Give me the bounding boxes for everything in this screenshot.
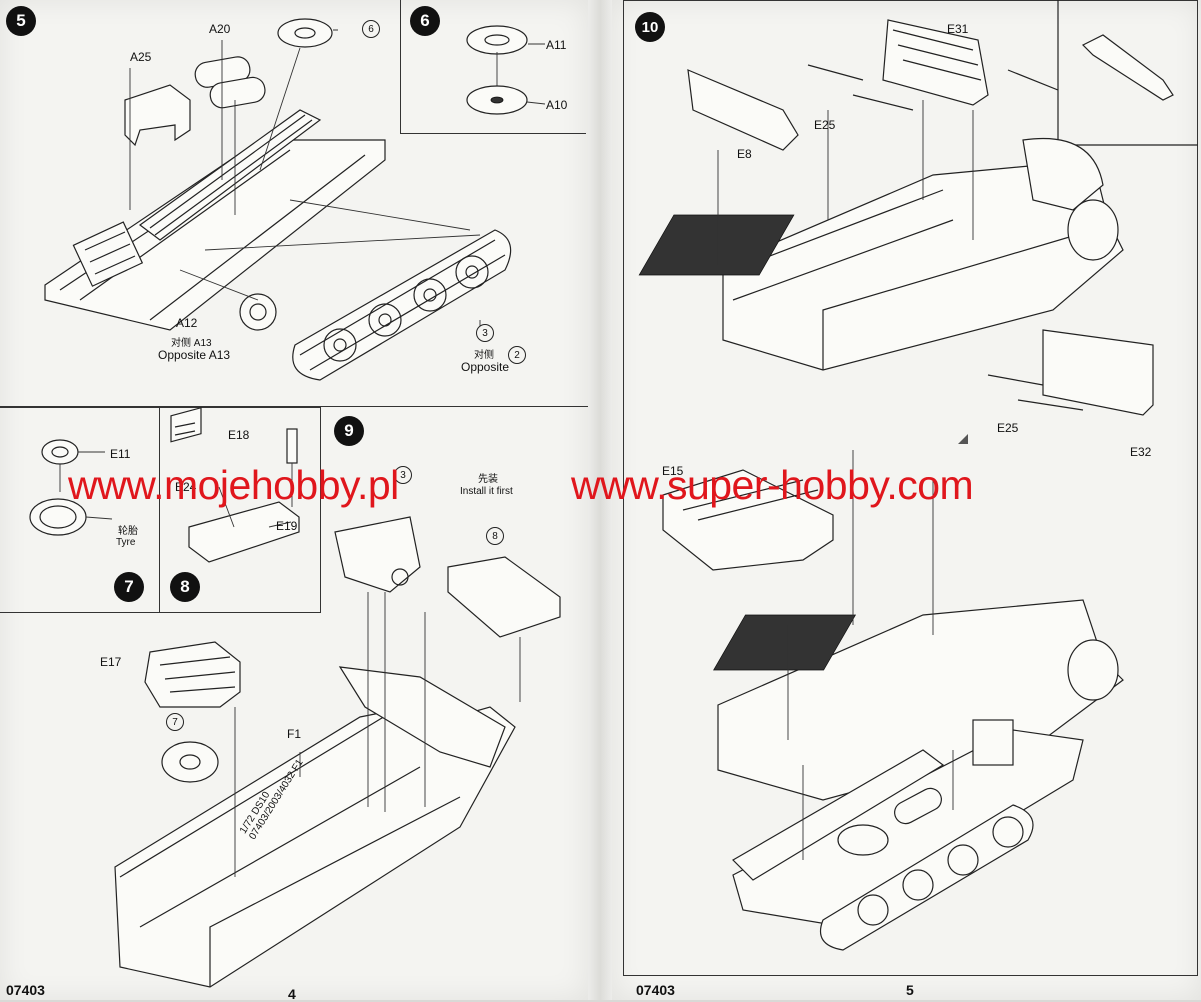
label-install-first-cn: 先装 [478,474,498,485]
label-e8: E8 [737,147,752,161]
step-8-badge: 8 [170,572,200,602]
step-7-badge: 7 [114,572,144,602]
label-a25: A25 [130,50,152,64]
step-10-illustration-bottom [662,434,1124,951]
step-8-illustration [170,406,300,563]
watermark-mojehobby: www.mojehobby.pl [68,462,399,508]
right-catalog-code: 07403 [636,982,675,998]
step-10-badge: 10 [635,12,665,42]
ref-circle-3: 3 [476,324,494,342]
label-a20: A20 [209,22,231,36]
label-e31: E31 [947,22,969,36]
right-page-number: 5 [906,982,914,998]
page-gutter [588,0,612,1000]
label-e19: E19 [276,519,298,533]
left-catalog-code: 07403 [6,982,45,998]
label-opposite-cn: 对侧 [474,350,494,361]
label-tyre-cn: 轮胎 [118,526,138,537]
label-tyre: Tyre [116,537,136,548]
step-7-illustration [29,439,113,536]
label-opposite: Opposite [461,360,510,374]
step-6-illustration [466,25,546,115]
step-5-badge: 5 [6,6,36,36]
label-e15: E15 [662,464,684,478]
step-8-panel [159,407,321,613]
label-opposite-a13-cn: 对侧 A13 [171,338,212,349]
label-e25-top: E25 [814,118,836,132]
step-6-panel [400,0,586,134]
ref-circle-7: 7 [166,713,184,731]
label-e25-right: E25 [997,421,1019,435]
ref-circle-6: 6 [362,20,380,38]
label-install-first: Install it first [460,486,513,497]
label-e11: E11 [110,447,131,461]
label-a10: A10 [546,98,568,112]
watermark-superhobby: www.super-hobby.com [571,462,974,508]
step-10-illustration-top [638,0,1198,416]
ref-circle-3-step9: 3 [394,466,412,484]
label-a11: A11 [546,38,567,52]
step-5-illustration [44,18,512,381]
label-e17: E17 [100,655,122,669]
step-6-badge: 6 [410,6,440,36]
label-e18: E18 [228,428,250,442]
step-9-illustration [114,516,561,988]
ref-circle-8: 8 [486,527,504,545]
label-a12: A12 [176,316,198,330]
ref-circle-2: 2 [508,346,526,364]
label-e24: E24 [175,480,197,494]
label-e32: E32 [1130,445,1152,459]
divider [0,406,588,407]
label-opposite-a13: Opposite A13 [158,348,231,362]
step-10-panel [623,0,1198,976]
step-9-badge: 9 [334,416,364,446]
label-f1: F1 [287,727,302,741]
left-page-number: 4 [288,986,296,1002]
